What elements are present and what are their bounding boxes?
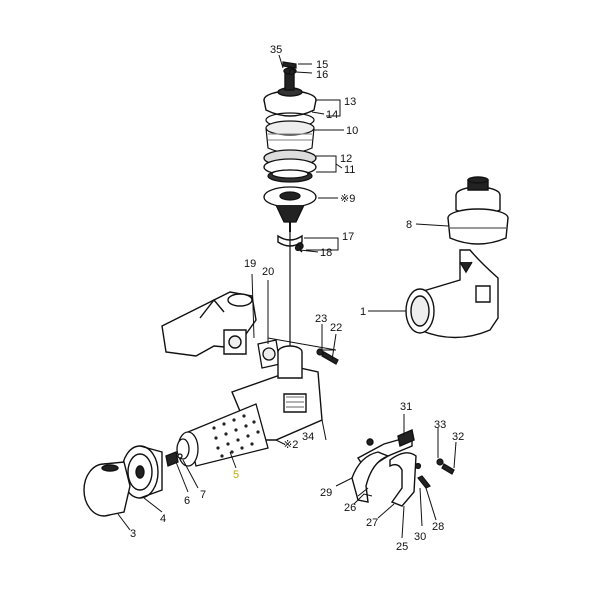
callout-29: 29 bbox=[320, 487, 332, 499]
part-1-canister-body bbox=[406, 250, 498, 338]
callout-14: 14 bbox=[326, 109, 338, 121]
part-10-element bbox=[266, 121, 314, 153]
callout-7: 7 bbox=[200, 489, 206, 501]
part-18-clamp-bolt bbox=[296, 246, 301, 251]
part-23-22-bolt bbox=[317, 349, 338, 364]
part-12-11-gasket-set bbox=[264, 150, 316, 182]
callout-12: 12 bbox=[340, 153, 352, 165]
callout-17: 17 bbox=[342, 231, 354, 243]
callout-10: 10 bbox=[346, 125, 358, 137]
callout-19: 19 bbox=[244, 258, 256, 270]
callout-1: 1 bbox=[360, 306, 366, 318]
callout-6: 6 bbox=[184, 495, 190, 507]
callout-9: ※9 bbox=[340, 193, 355, 205]
callout-35: 35 bbox=[270, 44, 282, 56]
callout-32: 32 bbox=[452, 431, 464, 443]
part-4-inner-cover bbox=[122, 446, 162, 498]
part-32-33-bolt bbox=[437, 459, 454, 474]
leader-lines bbox=[117, 54, 457, 539]
callout-22: 22 bbox=[330, 322, 342, 334]
part-28-30-bolt bbox=[416, 464, 431, 489]
part-19-intake-elbow bbox=[162, 292, 256, 356]
callout-18: 18 bbox=[320, 247, 332, 259]
callout-16: 16 bbox=[316, 69, 328, 81]
callout-23: 23 bbox=[315, 313, 327, 325]
part-5-perforated-tube bbox=[178, 404, 268, 466]
callout-labels: 35 15 16 13 14 10 12 11 ※9 17 18 8 1 19 … bbox=[130, 44, 464, 553]
part-3-outer-cover bbox=[84, 462, 130, 516]
callout-2: ※2 bbox=[283, 439, 298, 451]
callout-27: 27 bbox=[366, 517, 378, 529]
callout-4: 4 bbox=[160, 513, 166, 525]
callout-20: 20 bbox=[262, 266, 274, 278]
callout-34: 34 bbox=[302, 431, 314, 443]
callout-25: 25 bbox=[396, 541, 408, 553]
part-15-16-screw bbox=[283, 62, 296, 75]
callout-5: 5 bbox=[233, 469, 239, 481]
part-9-base-plate bbox=[264, 187, 316, 232]
callout-3: 3 bbox=[130, 528, 136, 540]
callout-33: 33 bbox=[434, 419, 446, 431]
callout-11: 11 bbox=[344, 164, 355, 176]
part-8-canister-top bbox=[448, 177, 508, 244]
part-6-wing-nut bbox=[166, 452, 182, 466]
callout-15: 15 bbox=[316, 59, 328, 71]
callout-28: 28 bbox=[432, 521, 444, 533]
callout-31: 31 bbox=[400, 401, 412, 413]
part-35-top-cap bbox=[264, 68, 316, 116]
callout-30: 30 bbox=[414, 531, 426, 543]
callout-8: 8 bbox=[406, 219, 412, 231]
part-20-gasket bbox=[258, 340, 280, 368]
part-25-31-mounting-bracket bbox=[352, 430, 416, 506]
callout-13: 13 bbox=[344, 96, 356, 108]
callout-26: 26 bbox=[344, 502, 356, 514]
